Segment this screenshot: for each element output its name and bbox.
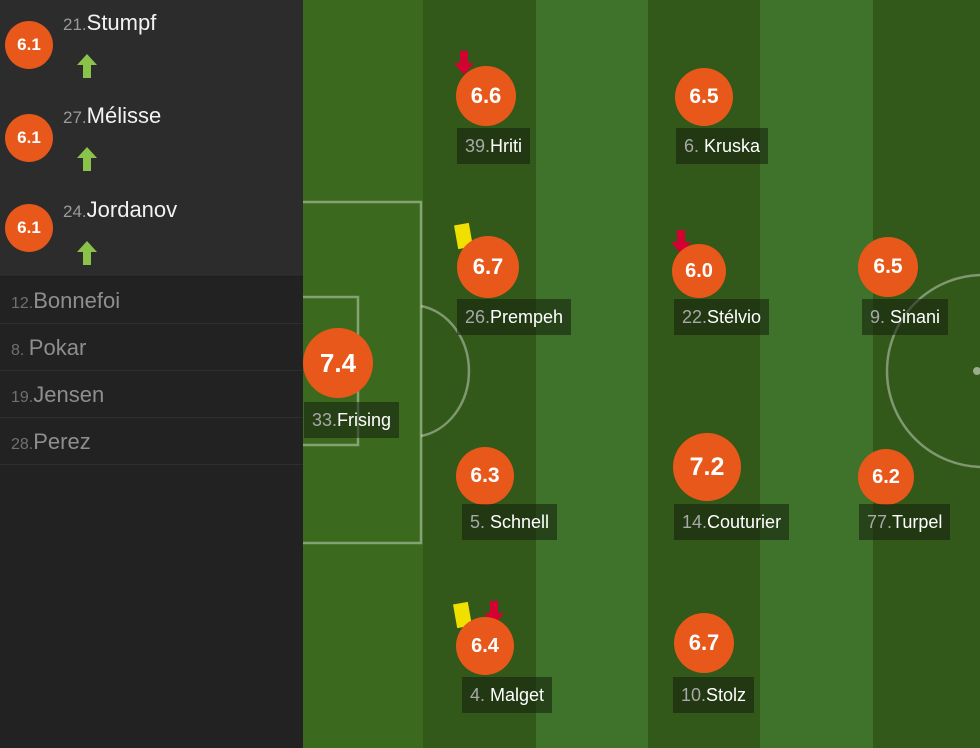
substitute-row[interactable]: 6.1 27.Mélisse bbox=[0, 92, 303, 185]
pitch: 7.4 33.Frising 6.6 39.Hriti 6.5 6. Krusk… bbox=[303, 0, 980, 748]
bench-row[interactable]: 19.Jensen bbox=[0, 371, 303, 418]
player-name: Stélvio bbox=[707, 307, 762, 327]
player-name: Stolz bbox=[706, 685, 747, 705]
player-name: Kruska bbox=[704, 136, 761, 156]
player-number: 8. bbox=[11, 342, 29, 359]
pitch-stripe bbox=[536, 0, 648, 748]
bench-row[interactable]: 28.Perez bbox=[0, 418, 303, 465]
rating-badge: 6.1 bbox=[5, 21, 53, 69]
player-name: Jensen bbox=[33, 382, 105, 407]
player-number: 27. bbox=[63, 108, 87, 127]
player-label[interactable]: 4. Malget bbox=[462, 677, 553, 713]
player-number: 14. bbox=[682, 512, 708, 532]
player-number: 24. bbox=[63, 202, 87, 221]
rating-badge: 6.7 bbox=[457, 236, 519, 298]
player-label[interactable]: 33.Frising bbox=[304, 402, 400, 438]
player-name: Perez bbox=[33, 429, 91, 454]
player-number: 12. bbox=[11, 295, 34, 312]
rating-badge: 6.4 bbox=[456, 617, 514, 675]
player-name: Prempeh bbox=[490, 307, 564, 327]
arrow-up-icon bbox=[77, 147, 97, 171]
bench-row[interactable]: 12.Bonnefoi bbox=[0, 277, 303, 324]
substitute-row[interactable]: 6.1 24.Jordanov bbox=[0, 184, 303, 277]
player-name: Hriti bbox=[490, 136, 523, 156]
rating-badge: 6.2 bbox=[858, 449, 914, 505]
substitute-row[interactable]: 6.1 21.Stumpf bbox=[0, 0, 303, 93]
rating-badge: 6.3 bbox=[456, 447, 514, 505]
player-name: Couturier bbox=[707, 512, 782, 532]
rating-badge: 6.1 bbox=[5, 114, 53, 162]
player-number: 19. bbox=[11, 389, 34, 406]
player-name: Mélisse bbox=[86, 103, 162, 128]
player-label[interactable]: 9. Sinani bbox=[862, 299, 949, 335]
player-number: 33. bbox=[312, 410, 338, 430]
player-number: 22. bbox=[682, 307, 708, 327]
player-name: Stumpf bbox=[86, 10, 157, 35]
player-number: 21. bbox=[63, 15, 87, 34]
player-label[interactable]: 10.Stolz bbox=[673, 677, 755, 713]
player-name: Bonnefoi bbox=[33, 288, 121, 313]
player-label[interactable]: 14.Couturier bbox=[674, 504, 790, 540]
player-number: 6. bbox=[684, 136, 705, 156]
rating-badge: 7.2 bbox=[673, 433, 741, 501]
arrow-up-icon bbox=[77, 241, 97, 265]
rating-badge: 6.0 bbox=[672, 244, 726, 298]
rating-badge: 7.4 bbox=[303, 328, 373, 398]
rating-badge: 6.7 bbox=[674, 613, 734, 673]
player-name: Turpel bbox=[892, 512, 943, 532]
player-name: Schnell bbox=[490, 512, 550, 532]
arrow-up-icon bbox=[77, 54, 97, 78]
player-number: 28. bbox=[11, 436, 34, 453]
player-name: Frising bbox=[337, 410, 392, 430]
pitch-stripe bbox=[873, 0, 980, 748]
player-number: 39. bbox=[465, 136, 491, 156]
pitch-markings bbox=[303, 200, 980, 545]
rating-badge: 6.5 bbox=[858, 237, 918, 297]
player-label[interactable]: 5. Schnell bbox=[462, 504, 558, 540]
player-number: 10. bbox=[681, 685, 707, 705]
player-name: Pokar bbox=[28, 335, 87, 360]
pitch-stripe bbox=[760, 0, 873, 748]
player-name: Sinani bbox=[890, 307, 941, 327]
rating-badge: 6.5 bbox=[675, 68, 733, 126]
player-name: Jordanov bbox=[86, 197, 178, 222]
player-label[interactable]: 26.Prempeh bbox=[457, 299, 572, 335]
bench-row[interactable]: 8. Pokar bbox=[0, 324, 303, 371]
substitutes-panel: 6.1 21.Stumpf 6.1 27.Mélisse 6.1 24.Jord… bbox=[0, 0, 303, 748]
player-label[interactable]: 6. Kruska bbox=[676, 128, 769, 164]
player-label[interactable]: 39.Hriti bbox=[457, 128, 531, 164]
arrow-down-icon bbox=[454, 51, 474, 75]
player-label[interactable]: 22.Stélvio bbox=[674, 299, 770, 335]
player-number: 9. bbox=[870, 307, 891, 327]
player-number: 4. bbox=[470, 685, 491, 705]
player-label[interactable]: 77.Turpel bbox=[859, 504, 951, 540]
rating-badge: 6.6 bbox=[456, 66, 516, 126]
player-number: 26. bbox=[465, 307, 491, 327]
rating-badge: 6.1 bbox=[5, 204, 53, 252]
player-name: Malget bbox=[490, 685, 545, 705]
player-number: 77. bbox=[867, 512, 893, 532]
player-number: 5. bbox=[470, 512, 491, 532]
